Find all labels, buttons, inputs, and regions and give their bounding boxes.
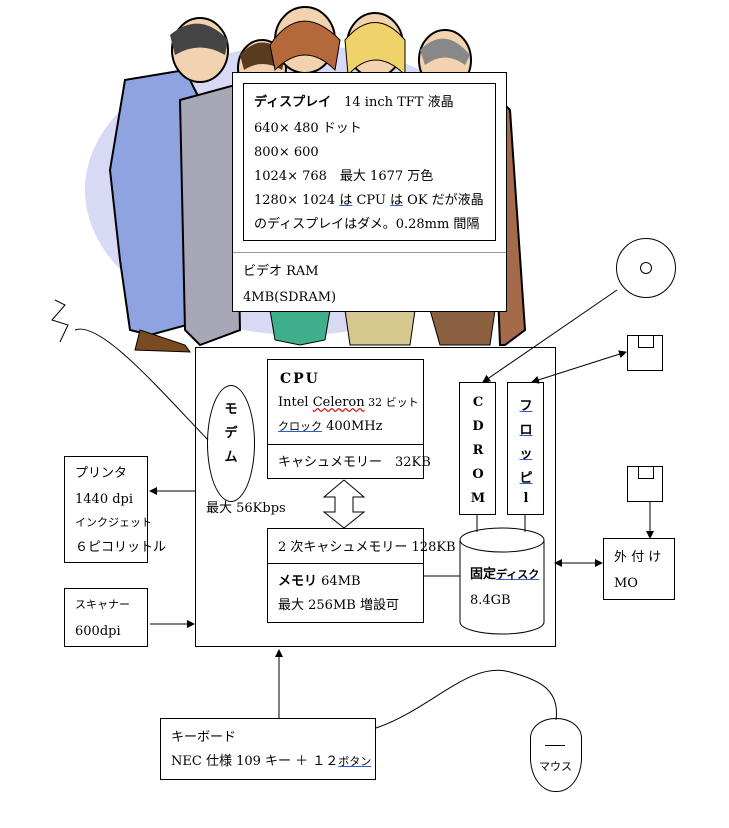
clipart-person-fifth-hair [420, 38, 470, 65]
cdrom-char: D [472, 419, 484, 434]
hdd-title-a: 固定 [470, 567, 497, 582]
cpu-model-a: Intel [278, 395, 313, 410]
cd-disc-hole [640, 262, 652, 274]
cdrom-char: C [472, 395, 484, 410]
display-res3: 1024× 768 最大 1677 万色 [254, 169, 434, 184]
hdd-title-b: ディスク [496, 568, 540, 581]
clipart-legs-green [269, 309, 331, 346]
display-title: ディスプレイ [254, 95, 332, 110]
memory-title-rest: 64MB [317, 574, 361, 589]
mo-box: 外 付 け MO [603, 538, 675, 600]
clipart-legs-brown [429, 309, 496, 346]
l2cache-label: 2 次キャシュメモリー 128KB [278, 540, 456, 555]
display-title-line: ディスプレイ 14 inch TFT 液晶 [254, 96, 454, 109]
mouse-label: マウス [539, 760, 572, 773]
video-ram-label: ビデオ RAM [243, 264, 319, 279]
modem-char: ム [224, 450, 238, 465]
display-divider [233, 252, 506, 253]
mo-label2: MO [614, 576, 638, 591]
printer-title: プリンタ [75, 466, 128, 481]
cdrom-char: R [472, 443, 484, 458]
cd-disc-icon [616, 238, 676, 298]
cpu-title: CPU [280, 371, 320, 387]
hdd-title: 固定ディスク [470, 568, 539, 581]
cpu-clock-a: クロック [278, 420, 322, 433]
keyboard-spec-b: ボタン [338, 755, 372, 768]
display-res4-d: は [390, 193, 404, 208]
memory-max: 最大 256MB 増設可 [278, 598, 399, 613]
floppy-char: ッ [519, 447, 533, 462]
display-res4-a: 1280× 1024 [254, 193, 340, 208]
printer-box: プリンタ 1440 dpi インクジェット ６ピコリットル [64, 456, 166, 563]
display-res5: のディスプレイはダメ。0.28mm 間隔 [254, 217, 480, 232]
mouse-button-line [545, 745, 565, 746]
display-panel: ディスプレイ 14 inch TFT 液晶 640× 480 ドット 800× … [232, 72, 507, 312]
clipart-legs-khaki [344, 309, 416, 346]
printer-dpi: 1440 dpi [75, 492, 134, 507]
display-res2: 800× 600 [254, 145, 319, 160]
display-res4-e: OK だが液晶 [403, 193, 484, 208]
clipart-person-left-hair [170, 23, 228, 55]
clipart-person-third-hair [269, 20, 341, 72]
cdrom-box: C D R O M [459, 382, 496, 515]
keyboard-spec: NEC 仕様 109 キー ＋ １２ボタン [171, 755, 371, 768]
hdd-capacity: 8.4GB [470, 593, 511, 608]
modem-char: デ [224, 426, 238, 441]
cpu-box: CPU Intel Celeron 32 ビット クロック 400MHz キャシ… [267, 359, 431, 479]
display-res4-c: CPU [352, 193, 391, 208]
floppy-disk-shutter [638, 335, 654, 348]
video-ram-value: 4MB(SDRAM) [243, 290, 337, 305]
modem-char: モ [224, 402, 238, 417]
cpu-model: Intel Celeron 32 ビット [278, 396, 419, 409]
clipart-person-second-body [178, 83, 242, 347]
floppy-char: ピ [519, 471, 533, 486]
memory-title: メモリ [278, 574, 318, 589]
modem-ellipse: モ デ ム [207, 385, 255, 502]
display-res4: 1280× 1024 は CPU は OK だが液晶 [254, 194, 484, 207]
cpu-clock: クロック 400MHz [278, 420, 382, 433]
mo-label1: 外 付 け [614, 550, 662, 565]
clipart-person-left-shoe [134, 329, 191, 353]
cpu-model-b: Celeron [312, 395, 365, 410]
pc-main-box [195, 347, 556, 647]
modem-speed: 最大 56Kbps [206, 501, 286, 516]
display-title-rest: 14 inch TFT 液晶 [344, 95, 454, 110]
cpu-divider [268, 444, 423, 445]
memory-box: 2 次キャシュメモリー 128KB メモリ 64MB 最大 256MB 増設可 [267, 528, 456, 623]
mo-disk-icon [627, 466, 663, 502]
cpu-model-c: 32 ビット [364, 396, 419, 409]
display-res4-b: は [339, 193, 353, 208]
scanner-dpi: 600dpi [75, 624, 121, 639]
floppy-char: l [523, 491, 529, 506]
display-spec-box: ディスプレイ 14 inch TFT 液晶 640× 480 ドット 800× … [243, 83, 496, 241]
mouse-icon: マウス [530, 718, 582, 792]
memory-divider [268, 563, 423, 564]
keyboard-title: キーボード [171, 730, 237, 745]
printer-droplet: ６ピコリットル [75, 540, 167, 555]
floppy-box: フ ロ ッ ピ l [507, 382, 544, 515]
cpu-clock-b: 400MHz [322, 419, 383, 434]
cdrom-char: M [470, 491, 486, 506]
mo-disk-shutter [638, 466, 654, 479]
cdrom-char: O [472, 467, 484, 482]
display-res1: 640× 480 ドット [254, 121, 362, 136]
printer-type: インクジェット [75, 516, 152, 529]
floppy-char: ロ [519, 423, 533, 438]
memory-title-line: メモリ 64MB [278, 575, 361, 588]
cpu-cache: キャシュメモリー 32KB [278, 455, 431, 470]
floppy-disk-icon [627, 335, 663, 371]
keyboard-spec-a: NEC 仕様 109 キー ＋ １２ [171, 754, 339, 769]
clipart-person-fourth-hair [344, 22, 406, 77]
keyboard-box: キーボード NEC 仕様 109 キー ＋ １２ボタン [160, 718, 376, 780]
scanner-title: スキャナー [75, 598, 130, 611]
scanner-box: スキャナー 600dpi [64, 588, 148, 647]
floppy-char: フ [519, 399, 533, 414]
